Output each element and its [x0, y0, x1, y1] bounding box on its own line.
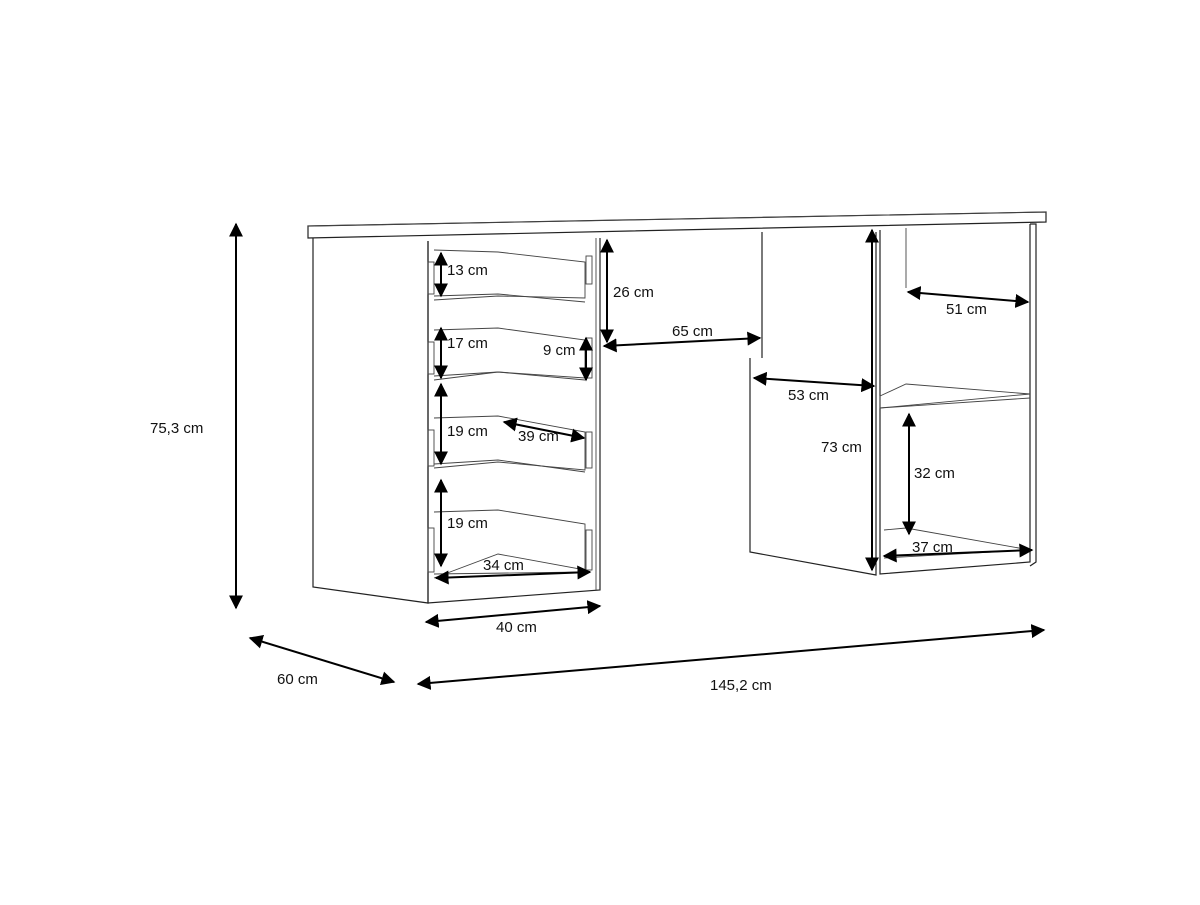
label-knee-depth: 53 cm [788, 387, 829, 404]
label-drawer1-height: 13 cm [447, 262, 488, 279]
label-shelf-depth: 37 cm [912, 539, 953, 556]
dimension-lines [229, 222, 1046, 690]
label-drawer-gap: 9 cm [543, 342, 576, 359]
label-total-height: 75,3 cm [150, 420, 203, 437]
label-depth: 60 cm [277, 671, 318, 688]
label-drawer-inner-width: 34 cm [483, 557, 524, 574]
label-knee-width: 65 cm [672, 323, 713, 340]
label-pedestal-width: 40 cm [496, 619, 537, 636]
middle-shelf [879, 383, 1031, 409]
dimension-labels: 75,3 cm 60 cm 145,2 cm 40 cm 13 cm 17 cm… [150, 262, 987, 694]
label-drawer3-height: 19 cm [447, 423, 488, 440]
label-drawer-inner-depth: 39 cm [518, 428, 559, 445]
label-drawer2-height: 17 cm [447, 335, 488, 352]
desk-top [307, 211, 1047, 239]
label-knee-height: 73 cm [821, 439, 862, 456]
left-pedestal-front [427, 238, 601, 604]
left-pedestal-side [312, 238, 429, 604]
label-shelf-width: 51 cm [946, 301, 987, 318]
label-width: 145,2 cm [710, 677, 772, 694]
label-shelf-height: 32 cm [914, 465, 955, 482]
label-drawer4-height: 19 cm [447, 515, 488, 532]
label-top-clearance: 26 cm [613, 284, 654, 301]
